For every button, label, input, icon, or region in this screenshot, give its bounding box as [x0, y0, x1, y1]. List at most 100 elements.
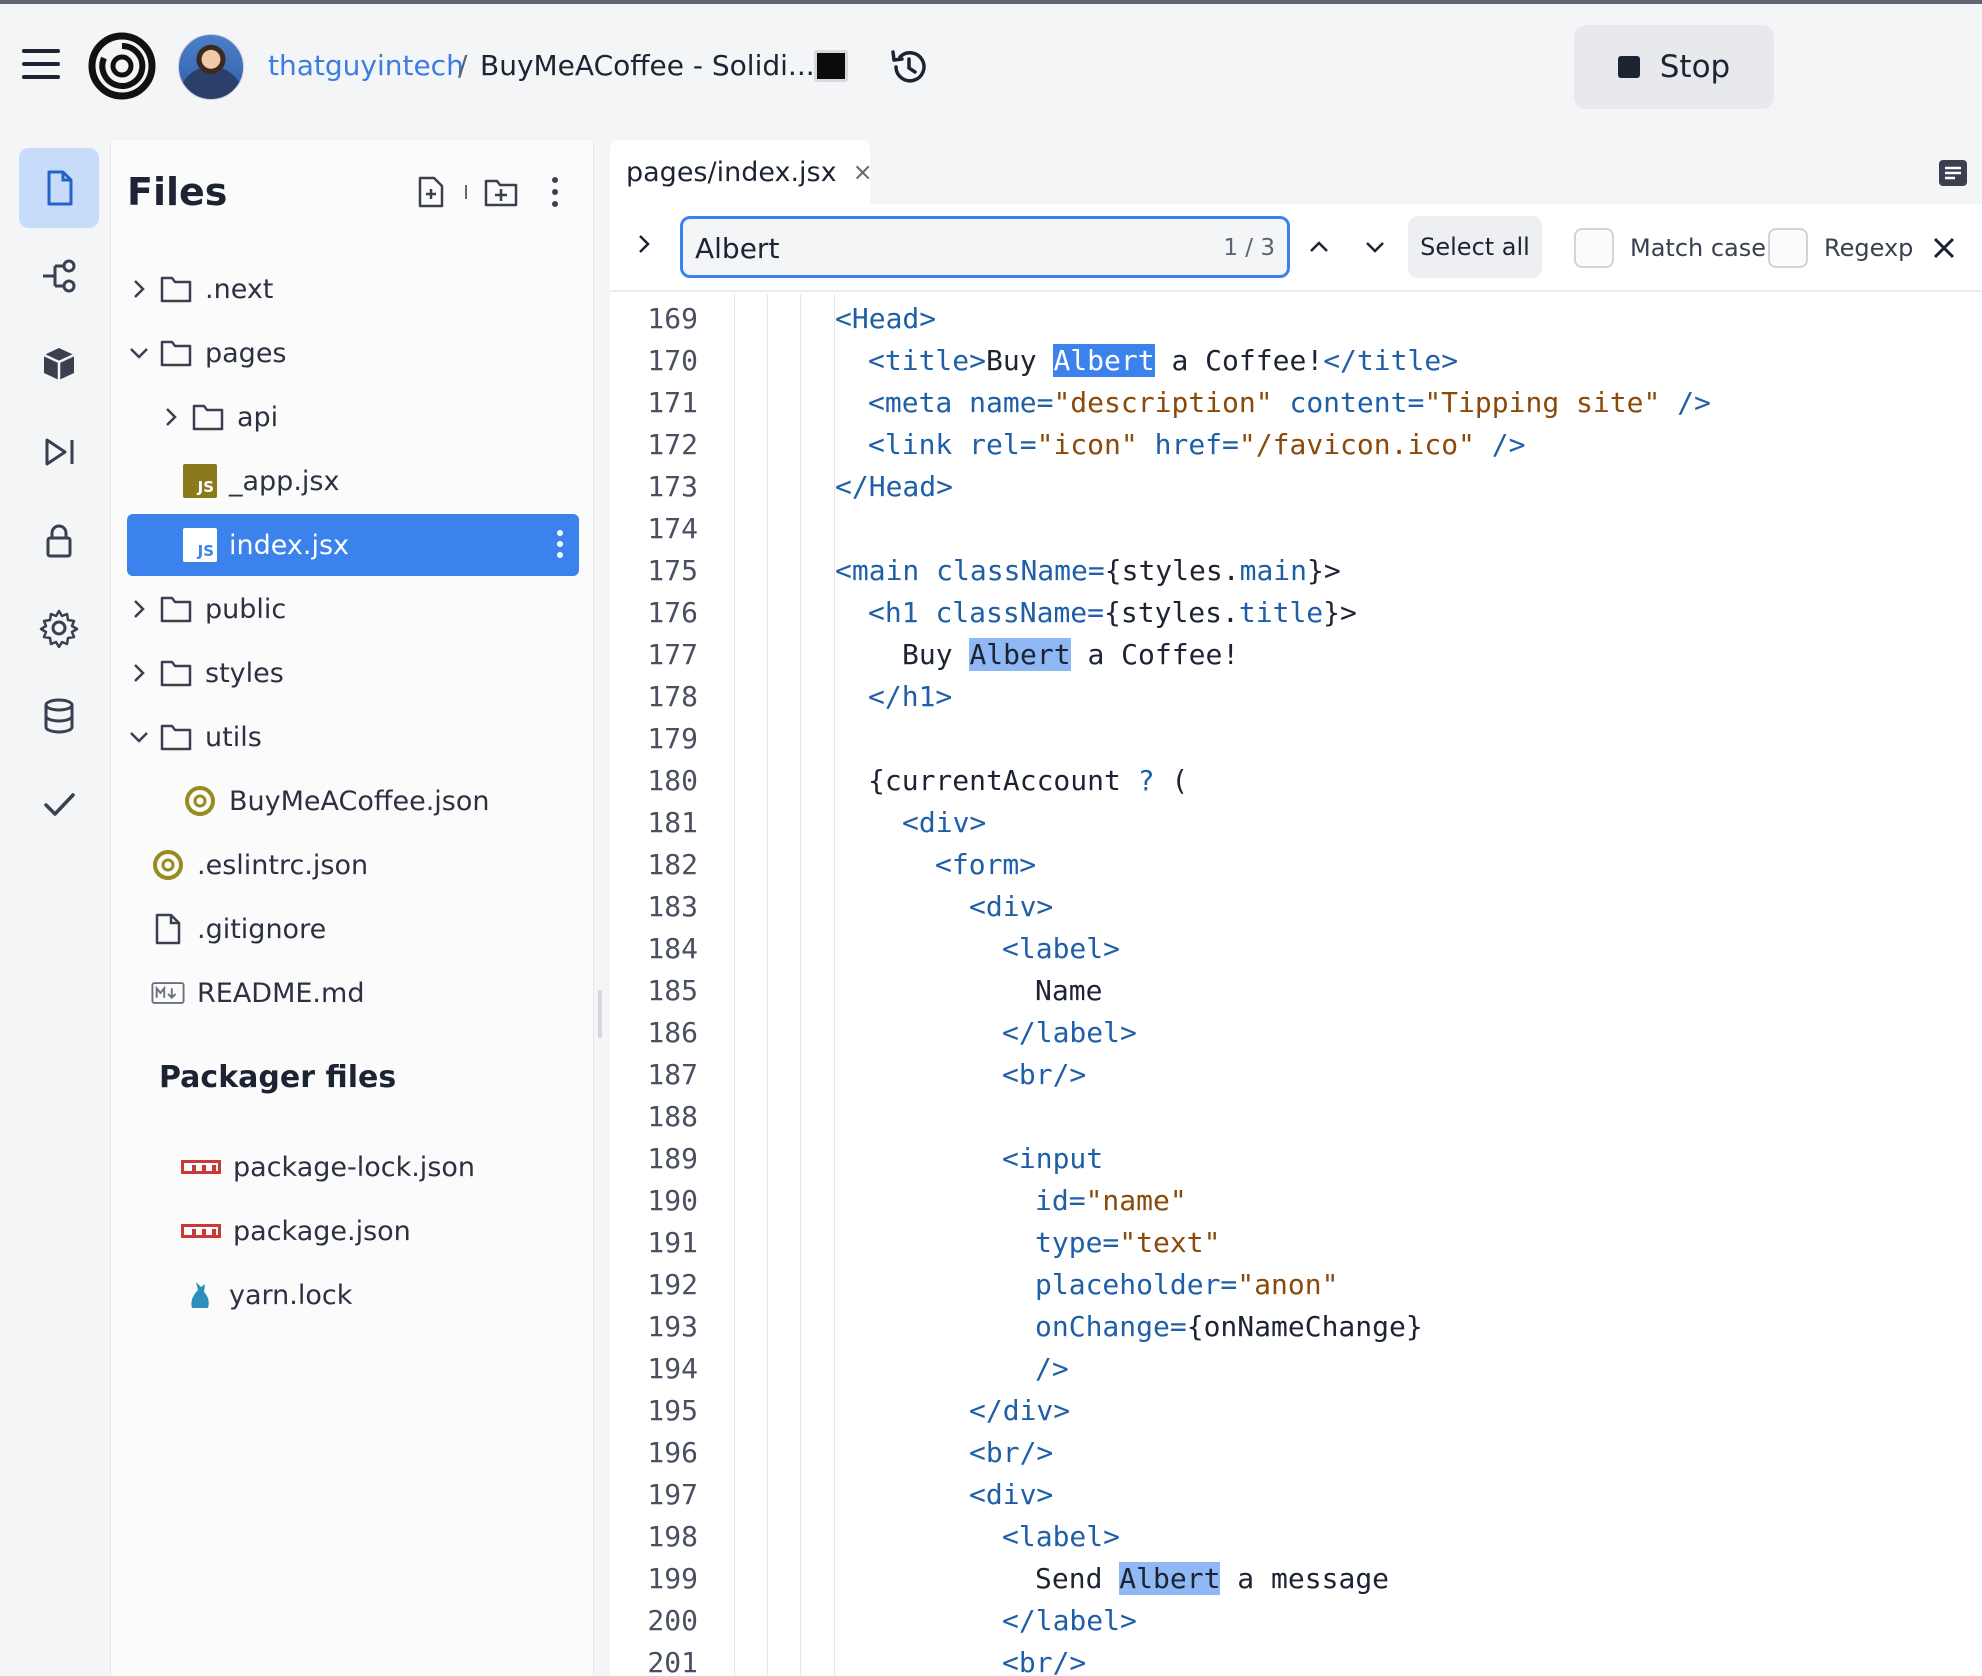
- packager-file-package-lock[interactable]: package-lock.json: [127, 1136, 579, 1198]
- new-file-icon[interactable]: [411, 172, 451, 212]
- chevron-right-icon[interactable]: [127, 661, 151, 685]
- code-line: 181<div>: [610, 798, 1982, 840]
- line-content: Buy Albert a Coffee!: [902, 638, 1239, 671]
- tree-folder-styles[interactable]: styles: [127, 642, 579, 704]
- code-token: "anon": [1237, 1268, 1339, 1301]
- code-line: 182<form>: [610, 840, 1982, 882]
- line-number: 170: [647, 344, 698, 377]
- nextjs-badge[interactable]: [814, 50, 848, 82]
- menu-icon[interactable]: [22, 49, 62, 81]
- match-case-checkbox[interactable]: [1574, 228, 1614, 268]
- line-content: <title>Buy Albert a Coffee!</title>: [868, 344, 1458, 377]
- regexp-checkbox[interactable]: [1768, 228, 1808, 268]
- more-options-icon[interactable]: [535, 172, 575, 212]
- replit-logo[interactable]: [88, 32, 156, 100]
- packager-file-package-json[interactable]: package.json: [127, 1200, 579, 1262]
- row-options-icon[interactable]: [557, 528, 565, 562]
- folder-icon: [159, 272, 193, 306]
- stop-icon: [1617, 56, 1640, 78]
- tree-folder-utils[interactable]: utils: [127, 706, 579, 768]
- tree-file-gitignore[interactable]: .gitignore: [127, 898, 579, 960]
- tree-item-label: index.jsx: [229, 529, 349, 561]
- tree-file-index[interactable]: JS index.jsx: [127, 514, 579, 576]
- close-icon[interactable]: [1930, 234, 1958, 262]
- breadcrumb-repl-name[interactable]: BuyMeACoffee - Solidi...: [480, 49, 815, 82]
- code-token: id=: [1035, 1184, 1086, 1217]
- chevron-right-icon[interactable]: [127, 277, 151, 301]
- code-line: 197<div>: [610, 1470, 1982, 1512]
- tree-folder-api[interactable]: api: [127, 386, 579, 448]
- line-content: <form>: [935, 848, 1036, 881]
- tree-file-app[interactable]: JS _app.jsx: [127, 450, 579, 512]
- line-content: <h1 className={styles.title}>: [868, 596, 1357, 629]
- line-content: type="text": [1035, 1226, 1220, 1259]
- tree-folder-pages[interactable]: pages: [127, 322, 579, 384]
- chevron-down-icon[interactable]: [127, 341, 151, 365]
- code-line: 199 Send Albert a message: [610, 1554, 1982, 1596]
- tree-file-buymeacoffee-json[interactable]: BuyMeACoffee.json: [127, 770, 579, 832]
- history-icon[interactable]: [888, 46, 930, 88]
- editor-tabbar: pages/index.jsx ×: [610, 140, 1982, 204]
- match-count: 1 / 3: [1223, 235, 1275, 261]
- find-input[interactable]: [695, 229, 1175, 267]
- chevron-down-icon[interactable]: [127, 725, 151, 749]
- close-tab-icon[interactable]: ×: [852, 158, 873, 186]
- previous-match-icon[interactable]: [1304, 232, 1334, 262]
- regexp-label: Regexp: [1824, 234, 1914, 262]
- chevron-right-icon[interactable]: [632, 232, 656, 256]
- tab-index-jsx[interactable]: pages/index.jsx ×: [610, 140, 873, 204]
- new-folder-icon[interactable]: [481, 172, 521, 212]
- chevron-right-icon[interactable]: [159, 405, 183, 429]
- secrets-icon[interactable]: [19, 500, 99, 580]
- code-token: onChange=: [1035, 1310, 1187, 1343]
- yarn-icon: [183, 1278, 217, 1312]
- tree-folder-next[interactable]: .next: [127, 258, 579, 320]
- chevron-right-icon[interactable]: [127, 597, 151, 621]
- files-panel: Files .next pages api JS _app.jsx JS in: [110, 140, 594, 1676]
- code-line: 196<br/>: [610, 1428, 1982, 1470]
- code-token: a message: [1220, 1562, 1390, 1595]
- line-number: 199: [647, 1562, 698, 1595]
- tree-file-readme[interactable]: README.md: [127, 962, 579, 1024]
- next-match-icon[interactable]: [1360, 232, 1390, 262]
- debugger-icon[interactable]: [19, 412, 99, 492]
- code-token: "text": [1119, 1226, 1221, 1259]
- files-icon[interactable]: [19, 148, 99, 228]
- code-line: 189<input: [610, 1134, 1982, 1176]
- tree-folder-public[interactable]: public: [127, 578, 579, 640]
- avatar[interactable]: [178, 34, 244, 100]
- code-line: 170 <title>Buy Albert a Coffee!</title>: [610, 336, 1982, 378]
- code-token: a Coffee!: [1070, 638, 1240, 671]
- git-icon[interactable]: [19, 236, 99, 316]
- code-area[interactable]: 169<Head> 170<title>Buy Albert a Coffee!…: [610, 294, 1982, 1676]
- code-token: (: [1154, 764, 1189, 797]
- code-token: <form>: [935, 848, 1037, 881]
- tree-item-label: package-lock.json: [233, 1151, 476, 1183]
- database-icon[interactable]: [19, 676, 99, 756]
- line-content: Send Albert a message: [1035, 1562, 1389, 1595]
- stop-button[interactable]: Stop: [1574, 25, 1774, 109]
- line-content: <br/>: [1002, 1646, 1086, 1676]
- panel-resize-handle[interactable]: [598, 990, 602, 1038]
- line-content: <br/>: [969, 1436, 1053, 1469]
- packages-icon[interactable]: [19, 324, 99, 404]
- match-case-label: Match case: [1630, 234, 1767, 262]
- indent-guide: [834, 294, 835, 1676]
- select-all-button[interactable]: Select all: [1408, 216, 1542, 278]
- breadcrumb-user[interactable]: thatguyintech: [268, 49, 464, 82]
- code-token: className=: [936, 554, 1105, 587]
- tree-file-eslintrc[interactable]: .eslintrc.json: [127, 834, 579, 896]
- line-number: 198: [647, 1520, 698, 1553]
- breadcrumb-separator: /: [458, 49, 468, 82]
- line-number: 177: [647, 638, 698, 671]
- settings-icon[interactable]: [19, 588, 99, 668]
- check-icon[interactable]: [19, 764, 99, 844]
- packager-file-yarn-lock[interactable]: yarn.lock: [127, 1264, 579, 1326]
- code-token: a Coffee!: [1154, 344, 1324, 377]
- editor-menu-icon[interactable]: [1936, 156, 1970, 190]
- code-token: Name: [1035, 974, 1103, 1007]
- code-line: 188: [610, 1092, 1982, 1134]
- code-token: <main: [835, 554, 920, 587]
